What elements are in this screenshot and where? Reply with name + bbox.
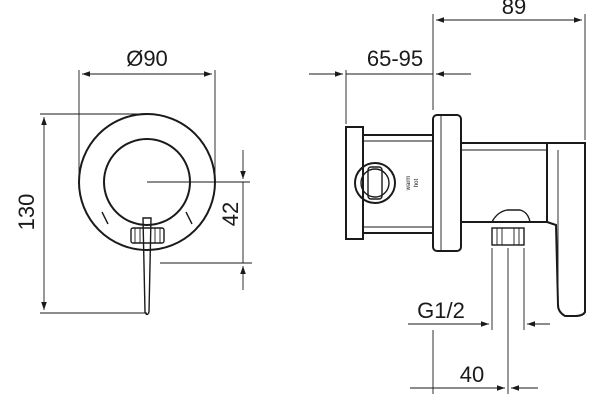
body-label-warm: warm (406, 176, 412, 192)
dimension-depth-range: 65-95 (309, 46, 471, 124)
dimension-outlet-distance: 40 (410, 248, 538, 394)
side-view: warm hot (345, 114, 586, 317)
rosette-mark-right (185, 211, 193, 225)
dimension-total-depth: 89 (432, 0, 586, 140)
outlet-neck (491, 209, 531, 223)
inlet-slot (367, 166, 383, 200)
lever-handle (142, 217, 152, 316)
dimension-height: 130 (14, 113, 147, 314)
valve-body (362, 134, 434, 234)
diameter-label: Ø90 (126, 46, 168, 71)
outlet-distance-label: 40 (460, 362, 484, 387)
depth-range-label: 65-95 (367, 46, 423, 71)
wall-plate (432, 114, 462, 252)
inlet-port (354, 162, 396, 204)
height-label: 130 (14, 194, 39, 231)
total-depth-label: 89 (502, 0, 526, 19)
dimension-thread: G1/2 (408, 248, 550, 330)
dimension-diameter: Ø90 (78, 46, 216, 175)
lever-side (546, 142, 586, 317)
thread-label: G1/2 (417, 298, 465, 323)
offset-label: 42 (218, 202, 243, 226)
rosette-mark-left (101, 211, 109, 225)
outlet-thread (491, 227, 525, 246)
body-label-hot: hot (414, 178, 420, 187)
dimension-offset: 42 (160, 150, 252, 290)
lever-hub (130, 227, 165, 244)
